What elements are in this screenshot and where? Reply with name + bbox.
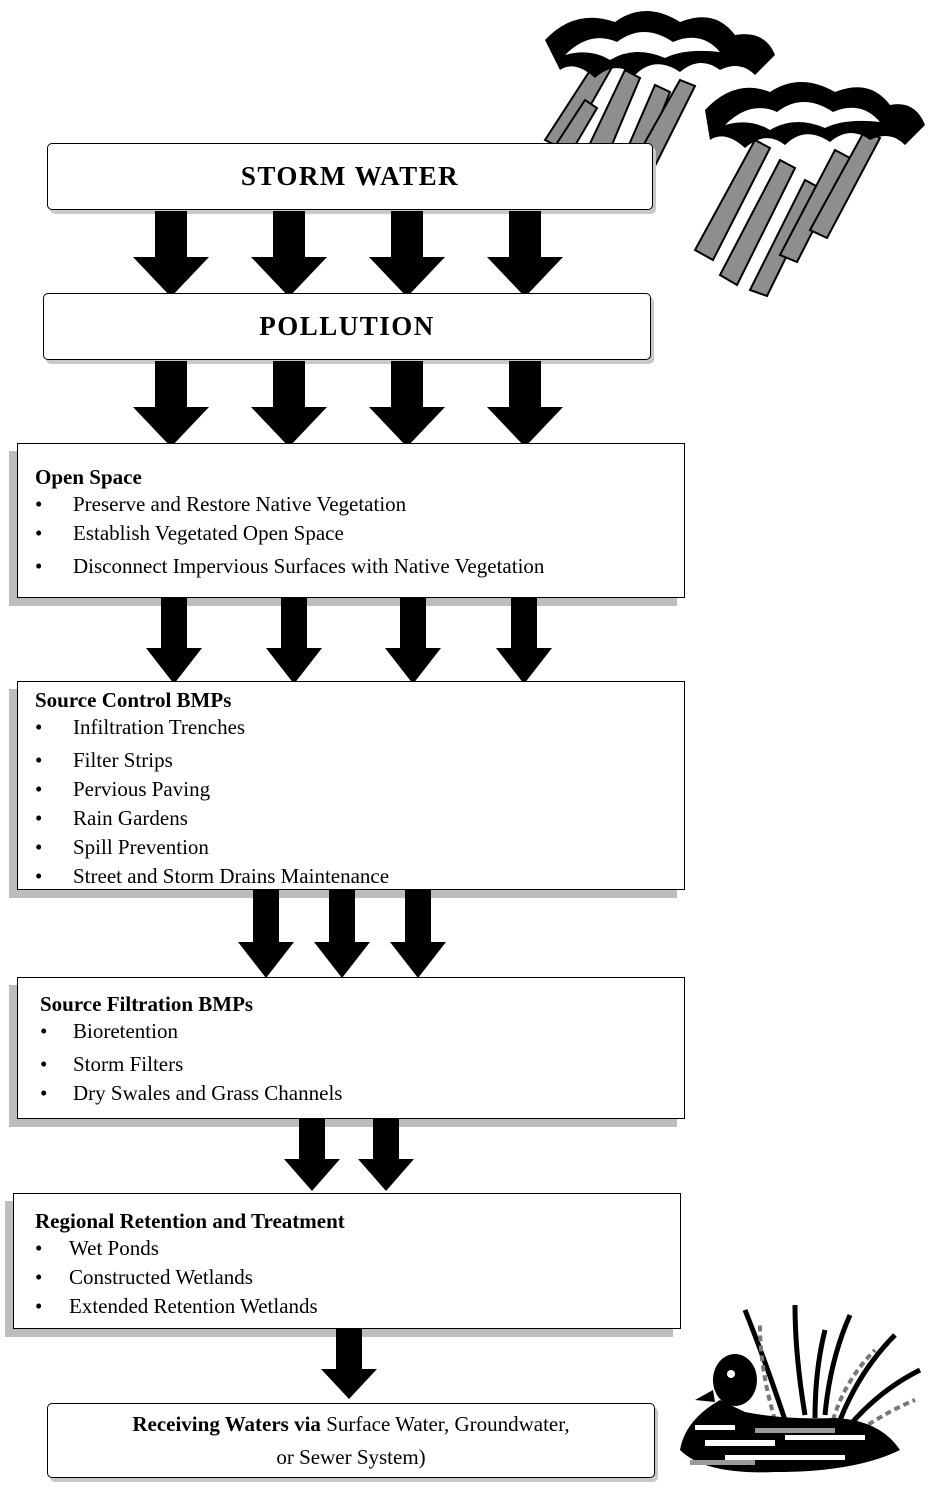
arrow-down-icon [266,598,322,684]
receiving-waters-line2: or Sewer System) [276,1444,426,1469]
arrow-down-icon [487,361,563,447]
storm-cloud-icon [531,11,925,298]
arrow-down-icon [251,211,327,297]
arrow-down-icon [133,361,209,447]
list-item: Wet Ponds [35,1234,680,1263]
list-item: Storm Filters [40,1050,684,1079]
storm-water-label: STORM WATER [240,161,460,191]
arrow-down-icon [390,890,446,978]
list-item: Preserve and Restore Native Vegetation [35,490,684,519]
list-item: Filter Strips [35,746,684,775]
arrow-down-icon [238,890,294,978]
source-filtration-title: Source Filtration BMPs [40,992,254,1016]
open-space-title: Open Space [35,465,142,489]
storm-water-box: STORM WATER [47,143,653,210]
source-filtration-box: Source Filtration BMPs Bioretention Stor… [17,977,685,1119]
arrow-down-icon [385,598,441,684]
arrow-down-icon [251,361,327,447]
list-item: Constructed Wetlands [35,1263,680,1292]
list-item: Street and Storm Drains Maintenance [35,862,684,891]
arrow-down-icon [369,361,445,447]
arrow-down-icon [496,598,552,684]
regional-retention-title: Regional Retention and Treatment [35,1209,345,1233]
arrow-down-icon [314,890,370,978]
list-item: Dry Swales and Grass Channels [40,1079,684,1108]
arrow-down-icon [133,211,209,297]
receiving-waters-sources: Surface Water, Groundwater, [320,1411,570,1436]
receiving-waters-label: Receiving Waters via [132,1411,321,1436]
list-item: Infiltration Trenches [35,713,684,742]
pollution-box: POLLUTION [43,293,651,360]
list-item: Extended Retention Wetlands [35,1292,680,1321]
regional-retention-box: Regional Retention and Treatment Wet Pon… [13,1193,681,1329]
open-space-box: Open Space Preserve and Restore Native V… [17,443,685,598]
arrow-down-icon [369,211,445,297]
arrow-down-icon [284,1119,340,1191]
pollution-label: POLLUTION [259,311,435,341]
source-control-title: Source Control BMPs [35,688,232,712]
list-item: Spill Prevention [35,833,684,862]
arrow-down-icon [358,1119,414,1191]
list-item: Pervious Paving [35,775,684,804]
duck-icon [680,1304,922,1473]
source-control-box: Source Control BMPs Infiltration Trenche… [17,681,685,891]
arrow-down-icon [487,211,563,297]
list-item: Establish Vegetated Open Space [35,519,684,548]
list-item: Rain Gardens [35,804,684,833]
list-item: Disconnect Impervious Surfaces with Nati… [35,552,684,581]
arrow-down-icon [146,598,202,684]
receiving-waters-box: Receiving Waters via Surface Water, Grou… [47,1403,655,1478]
list-item: Bioretention [40,1017,684,1046]
arrow-down-icon [321,1329,377,1399]
